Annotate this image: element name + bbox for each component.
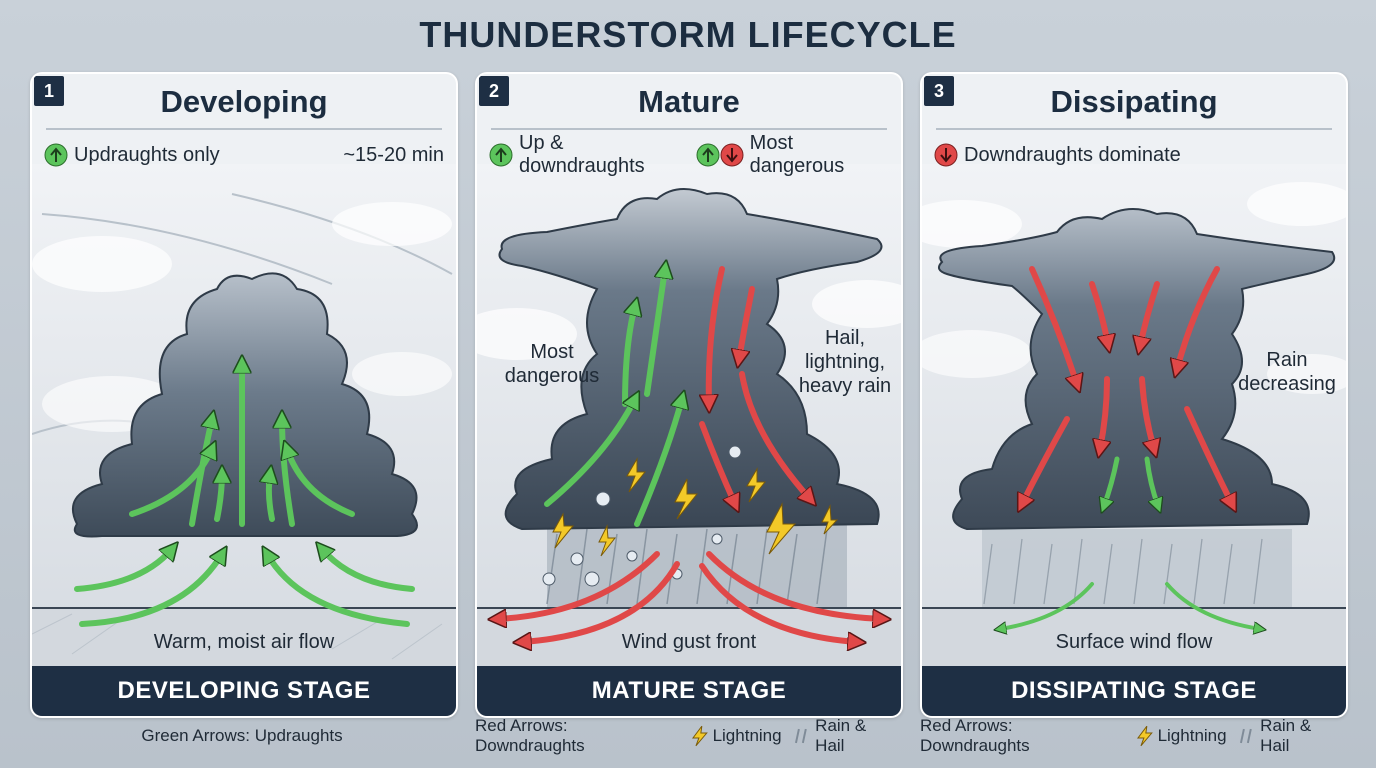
side-label-line: Most (530, 341, 574, 363)
lightning-icon (691, 725, 708, 747)
downdraught-arrows (699, 266, 810, 504)
lightning-bolts (552, 457, 839, 557)
cumulonimbus-cloud (498, 188, 883, 531)
info-left-text: Updraughts only (74, 143, 220, 166)
side-label-line: lightning, (804, 351, 886, 373)
stage-title: Developing (160, 84, 328, 119)
gust-front-arrows (497, 551, 882, 642)
legend-rain-text: Rain & Hail (1260, 716, 1312, 755)
side-label-line: decreasing (1238, 373, 1336, 395)
legend-lightning-text: Lightning (1157, 726, 1227, 745)
info-row: Updraughts only ~15-20 min (44, 140, 444, 170)
updraught-arrows (129, 364, 355, 527)
info-left-text: Downdraughts dominate (964, 143, 1181, 166)
side-label-line: dangerous (504, 365, 600, 387)
legend-dissipating: Red Arrows: Downdraughts Lightning Rain … (920, 716, 1344, 755)
stage-number-badge: 1 (34, 76, 64, 106)
legend-green-text: Green Arrows: Updraughts (141, 726, 343, 745)
stage-title: Mature (638, 84, 740, 119)
ground-label: Wind gust front (621, 631, 757, 653)
stage-footer: DISSIPATING STAGE (922, 666, 1346, 716)
info-right-text: Most dangerous (749, 132, 845, 177)
stage-footer: MATURE STAGE (477, 666, 901, 716)
panel-developing: 1 Developing Updraughts only ~15-20 min … (30, 72, 458, 718)
title-divider (491, 128, 887, 130)
lightning-icon (1136, 725, 1153, 747)
inflow-arrows (74, 549, 415, 627)
ground-label: Warm, moist air flow (153, 631, 335, 653)
updraught-arrows (544, 269, 682, 527)
updraught-icon (489, 143, 513, 167)
side-label-right: Rain decreasing (1232, 348, 1342, 396)
page-title: THUNDERSTORM LIFECYCLE (419, 14, 957, 55)
mature-scene (477, 164, 901, 668)
legend-mature: Red Arrows: Downdraughts Lightning Rain … (475, 716, 899, 755)
title-divider (936, 128, 1332, 130)
panel-mature: 2 Mature Up & downdraughts Most dangerou… (475, 72, 903, 718)
updraught-icon (44, 143, 68, 167)
downdraught-icon (934, 143, 958, 167)
info-row: Up & downdraughts Most dangerous (489, 132, 889, 177)
surface-wind-arrows (1000, 582, 1260, 629)
stage-number-badge: 2 (479, 76, 509, 106)
dissipating-scene (922, 164, 1346, 668)
legend-developing: Green Arrows: Updraughts (30, 722, 454, 750)
ground-label: Surface wind flow (1055, 631, 1213, 653)
side-label-line: Rain (1266, 349, 1308, 371)
legend-red-text: Red Arrows: Downdraughts (475, 716, 585, 755)
rain-icon (795, 728, 808, 744)
side-label-line: Hail, (824, 327, 865, 349)
downdraught-arrows (1022, 266, 1232, 504)
side-label-left: Most dangerous (497, 340, 607, 388)
info-row: Downdraughts dominate (934, 140, 1334, 170)
side-label-right: Hail, lightning, heavy rain (795, 326, 895, 398)
rain-icon (1240, 728, 1253, 744)
panel-dissipating: 3 Dissipating Downdraughts dominate Rain… (920, 72, 1348, 718)
updraught-icon (696, 143, 720, 167)
updraught-arrows (1104, 456, 1158, 506)
stage-number-badge: 3 (924, 76, 954, 106)
downdraught-icon (720, 143, 744, 167)
stage-footer: DEVELOPING STAGE (32, 666, 456, 716)
legend-lightning-text: Lightning (712, 726, 782, 745)
legend-rain-text: Rain & Hail (815, 716, 867, 755)
stage-title: Dissipating (1050, 84, 1218, 119)
side-label-line: heavy rain (798, 375, 892, 397)
info-right-text: ~15-20 min (343, 143, 444, 166)
developing-scene (32, 164, 456, 668)
info-left-text: Up & downdraughts (519, 132, 645, 177)
legend-red-text: Red Arrows: Downdraughts (920, 716, 1030, 755)
title-divider (46, 128, 442, 130)
